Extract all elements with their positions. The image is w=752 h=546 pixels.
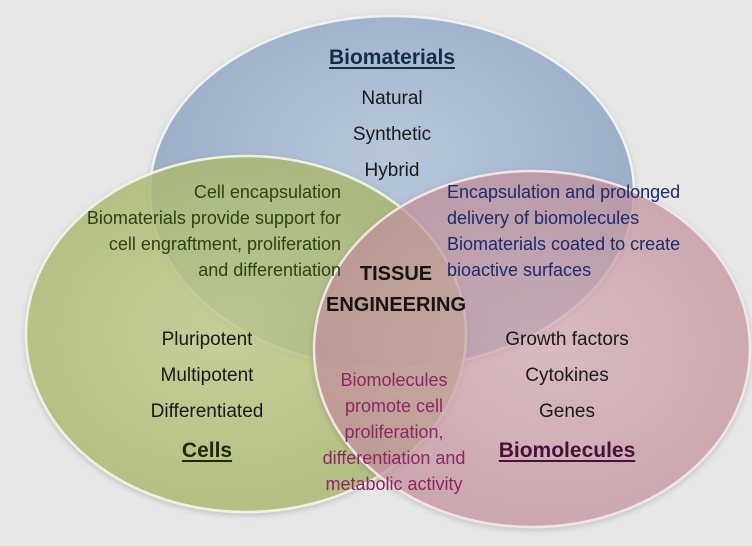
biomolecules-item-genes: Genes: [539, 401, 595, 422]
overlap-line: cell engraftment, proliferation: [108, 234, 341, 254]
overlap-line: proliferation,: [344, 422, 444, 442]
cells-item-multipotent: Multipotent: [160, 365, 254, 386]
overlap-line: Cell encapsulation: [193, 182, 341, 202]
center-title-line: ENGINEERING: [325, 294, 467, 316]
overlap-line: metabolic activity: [325, 474, 463, 494]
overlap-line: Biomaterials provide support for: [86, 208, 341, 228]
cells-item-pluripotent: Pluripotent: [161, 329, 253, 350]
overlap-line: Biomolecules: [340, 370, 448, 390]
cells-biomaterials-overlap-text: Cell encapsulation Biomaterials provide …: [87, 179, 341, 283]
overlap-line: and differentiation: [198, 260, 341, 280]
cells-heading: Cells: [181, 439, 233, 462]
center-title: TISSUE ENGINEERING: [326, 259, 466, 321]
biomolecules-item-cytokines: Cytokines: [525, 365, 609, 386]
overlap-line: delivery of biomolecules: [447, 208, 640, 228]
cells-item-differentiated: Differentiated: [150, 401, 264, 422]
overlap-line: promote cell: [344, 396, 444, 416]
biomaterials-item-synthetic: Synthetic: [352, 124, 432, 145]
overlap-line: bioactive surfaces: [447, 260, 592, 280]
center-title-line: TISSUE: [359, 263, 433, 285]
overlap-line: Biomaterials coated to create: [447, 234, 681, 254]
biomaterials-heading: Biomaterials: [328, 46, 456, 69]
biomolecules-heading: Biomolecules: [498, 439, 636, 462]
biomaterials-biomolecules-overlap-text: Encapsulation and prolonged delivery of …: [447, 179, 680, 283]
biomolecules-item-growth-factors: Growth factors: [505, 329, 629, 350]
biomolecules-circle: [312, 169, 752, 529]
cells-biomolecules-overlap-text: Biomolecules promote cell proliferation,…: [323, 367, 466, 497]
overlap-line: differentiation and: [322, 448, 466, 468]
overlap-line: Encapsulation and prolonged: [447, 182, 681, 202]
biomaterials-item-natural: Natural: [361, 88, 423, 109]
biomaterials-item-hybrid: Hybrid: [364, 160, 420, 181]
